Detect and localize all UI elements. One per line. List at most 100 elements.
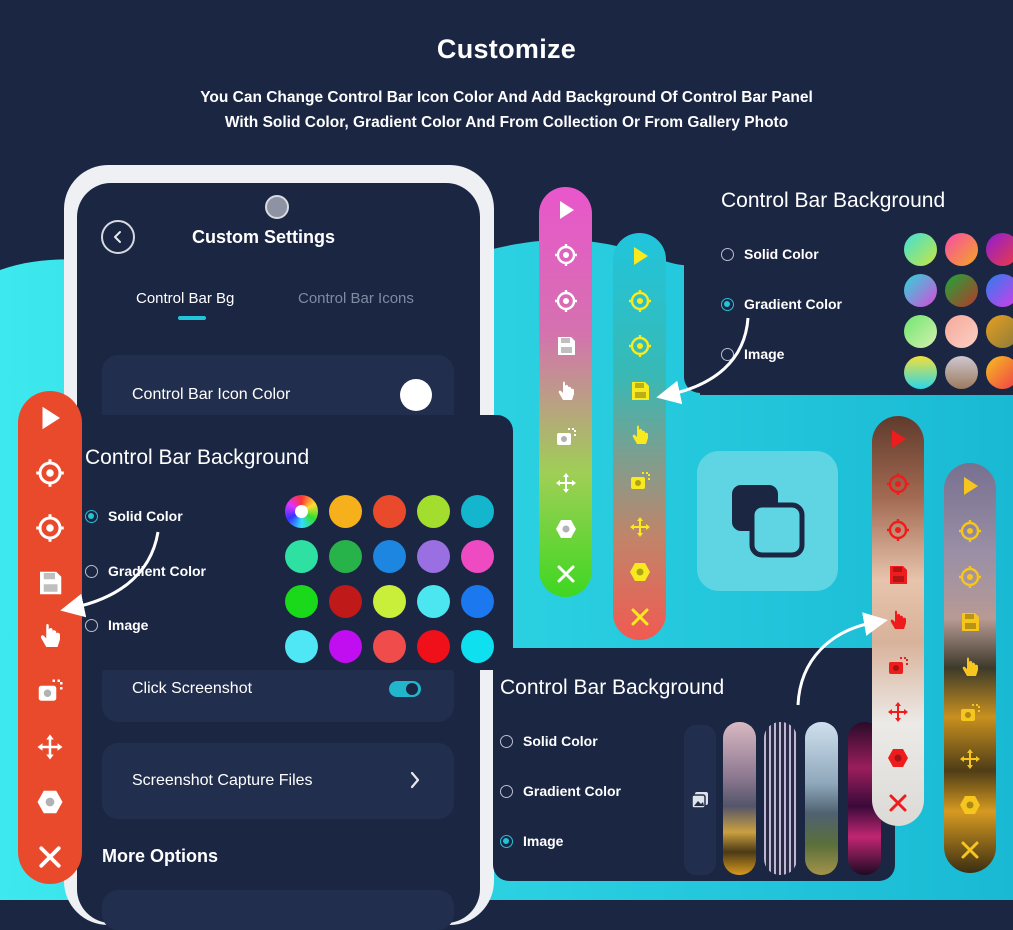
crosshair-icon[interactable]: [554, 289, 578, 313]
gradient-swatch[interactable]: [986, 356, 1013, 389]
image-thumbnail[interactable]: [805, 722, 838, 875]
color-swatch[interactable]: [285, 540, 318, 573]
move-icon[interactable]: [554, 471, 578, 495]
save-icon[interactable]: [886, 563, 910, 587]
gradient-swatch[interactable]: [945, 315, 978, 348]
tab-control-bar-icons[interactable]: Control Bar Icons: [298, 290, 414, 307]
image-thumbnail[interactable]: [764, 722, 797, 875]
option-gradient-color[interactable]: Gradient Color: [500, 783, 621, 799]
crosshair-icon[interactable]: [958, 519, 982, 543]
image-thumbnail[interactable]: [723, 722, 756, 875]
hexagon-icon[interactable]: [554, 517, 578, 541]
radio[interactable]: [85, 618, 98, 632]
color-swatch[interactable]: [329, 630, 362, 663]
play-icon[interactable]: [35, 403, 65, 433]
radio[interactable]: [721, 247, 734, 261]
color-swatch[interactable]: [417, 630, 450, 663]
option-solid-color[interactable]: Solid Color: [85, 508, 183, 524]
option-gradient-color[interactable]: Gradient Color: [85, 563, 206, 579]
color-swatch[interactable]: [417, 495, 450, 528]
play-icon[interactable]: [554, 198, 578, 222]
play-icon[interactable]: [958, 474, 982, 498]
gradient-swatch[interactable]: [904, 315, 937, 348]
color-swatch[interactable]: [461, 495, 494, 528]
save-icon[interactable]: [35, 568, 65, 598]
crosshair-icon[interactable]: [35, 513, 65, 543]
color-swatch[interactable]: [417, 585, 450, 618]
save-icon[interactable]: [958, 610, 982, 634]
gradient-swatch[interactable]: [945, 233, 978, 266]
close-icon[interactable]: [958, 838, 982, 862]
close-icon[interactable]: [628, 605, 652, 629]
color-swatch[interactable]: [329, 585, 362, 618]
color-wheel-swatch[interactable]: [285, 495, 318, 528]
crosshair-icon[interactable]: [554, 243, 578, 267]
color-swatch[interactable]: [373, 540, 406, 573]
color-swatch[interactable]: [285, 630, 318, 663]
color-swatch[interactable]: [329, 540, 362, 573]
close-icon[interactable]: [35, 842, 65, 872]
option-image[interactable]: Image: [85, 617, 148, 633]
move-icon[interactable]: [35, 732, 65, 762]
color-swatch[interactable]: [461, 630, 494, 663]
save-icon[interactable]: [628, 379, 652, 403]
crosshair-icon[interactable]: [886, 472, 910, 496]
tab-control-bar-bg[interactable]: Control Bar Bg: [136, 290, 235, 307]
option-solid-color[interactable]: Solid Color: [721, 246, 819, 262]
gradient-swatch[interactable]: [904, 233, 937, 266]
save-icon[interactable]: [554, 334, 578, 358]
screenshot-icon[interactable]: [628, 470, 652, 494]
gradient-swatch[interactable]: [986, 274, 1013, 307]
color-swatch[interactable]: [373, 585, 406, 618]
option-image[interactable]: Image: [500, 833, 563, 849]
close-icon[interactable]: [554, 562, 578, 586]
color-swatch[interactable]: [373, 630, 406, 663]
radio-selected[interactable]: [721, 297, 734, 311]
touch-icon[interactable]: [35, 622, 65, 652]
touch-icon[interactable]: [628, 424, 652, 448]
touch-icon[interactable]: [958, 656, 982, 680]
close-icon[interactable]: [886, 791, 910, 815]
color-swatch[interactable]: [417, 540, 450, 573]
color-swatch[interactable]: [461, 540, 494, 573]
option-solid-color[interactable]: Solid Color: [500, 733, 598, 749]
move-icon[interactable]: [886, 700, 910, 724]
move-icon[interactable]: [958, 747, 982, 771]
touch-icon[interactable]: [554, 380, 578, 404]
gradient-swatch[interactable]: [904, 356, 937, 389]
gradient-swatch[interactable]: [945, 356, 978, 389]
color-swatch[interactable]: [329, 495, 362, 528]
crosshair-icon[interactable]: [628, 289, 652, 313]
crosshair-icon[interactable]: [958, 565, 982, 589]
gallery-button[interactable]: [684, 725, 716, 875]
color-swatch[interactable]: [373, 495, 406, 528]
radio-selected[interactable]: [85, 509, 98, 523]
option-gradient-color[interactable]: Gradient Color: [721, 296, 842, 312]
screenshot-icon[interactable]: [886, 655, 910, 679]
hexagon-icon[interactable]: [628, 560, 652, 584]
capture-files-card[interactable]: [102, 743, 454, 819]
hexagon-icon[interactable]: [886, 746, 910, 770]
play-icon[interactable]: [628, 244, 652, 268]
screenshot-icon[interactable]: [958, 702, 982, 726]
gradient-swatch[interactable]: [986, 315, 1013, 348]
icon-color-swatch[interactable]: [400, 379, 432, 411]
radio[interactable]: [85, 564, 98, 578]
back-button[interactable]: [101, 220, 135, 254]
crosshair-icon[interactable]: [886, 518, 910, 542]
radio[interactable]: [500, 734, 513, 748]
hexagon-icon[interactable]: [35, 787, 65, 817]
move-icon[interactable]: [628, 515, 652, 539]
hexagon-icon[interactable]: [958, 793, 982, 817]
radio[interactable]: [500, 784, 513, 798]
option-image[interactable]: Image: [721, 346, 784, 362]
radio-selected[interactable]: [500, 834, 513, 848]
screenshot-icon[interactable]: [35, 677, 65, 707]
color-swatch[interactable]: [461, 585, 494, 618]
gradient-swatch[interactable]: [904, 274, 937, 307]
crosshair-icon[interactable]: [35, 458, 65, 488]
touch-icon[interactable]: [886, 609, 910, 633]
crosshair-icon[interactable]: [628, 334, 652, 358]
screenshot-icon[interactable]: [554, 426, 578, 450]
gradient-swatch[interactable]: [986, 233, 1013, 266]
